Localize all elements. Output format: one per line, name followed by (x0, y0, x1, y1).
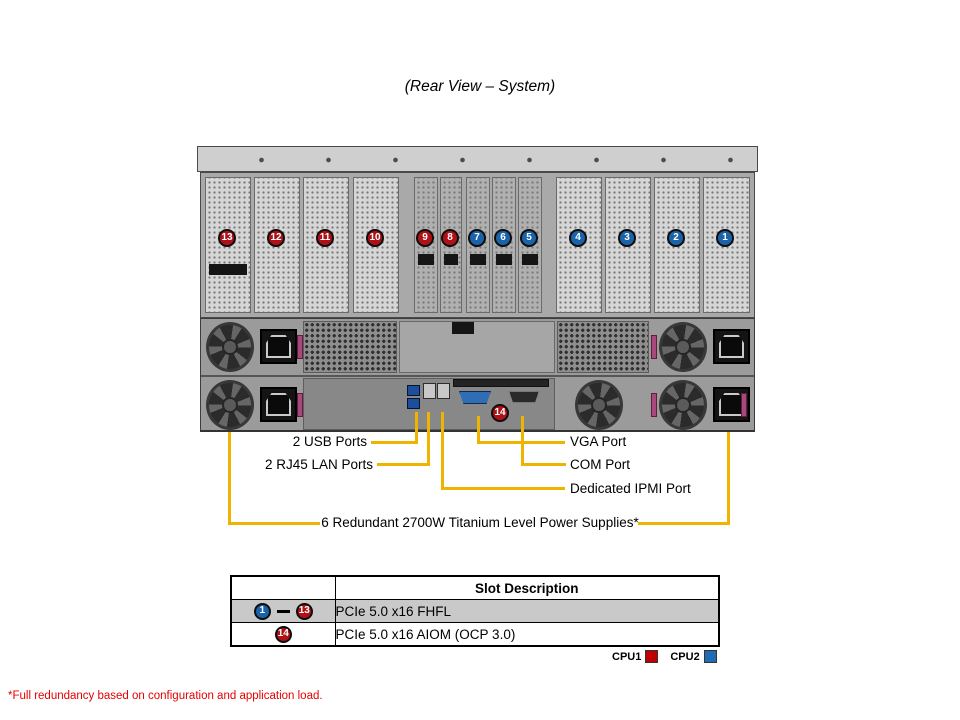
callout-line-psu-left-vertical (228, 432, 231, 525)
callout-line-psu-right-horizontal (638, 522, 730, 525)
pcie-slot-10 (353, 177, 399, 313)
slot-connector (418, 254, 434, 265)
slot-connector (444, 254, 458, 265)
rear-connector (452, 322, 474, 334)
usb-port-2 (407, 398, 420, 409)
table-badge-13: 13 (295, 602, 313, 620)
legend-cpu1-label: CPU1 (612, 650, 642, 663)
slot-badge-8: 8 (441, 229, 459, 247)
com-port (509, 391, 539, 403)
psu-fan-icon (659, 322, 707, 372)
pcie-slot-6 (492, 177, 516, 313)
psu-fan-icon (659, 380, 707, 430)
psu-fan-icon (206, 322, 254, 372)
psu-latch (651, 393, 657, 417)
callout-line-lan-horizontal (377, 463, 430, 466)
callout-line-vga-vertical (477, 416, 480, 444)
rj45-ipmi-port (437, 383, 450, 399)
slot-badge-13: 13 (218, 229, 236, 247)
psu-fan-icon (206, 380, 254, 430)
callout-line-usb-horizontal (371, 441, 418, 444)
slot-table-row-fhfl: 1 13 PCIe 5.0 x16 FHFL (230, 599, 720, 623)
cpu-legend: CPU1 CPU2 (612, 650, 722, 663)
pcie-slot-area (200, 172, 755, 318)
slot-table-row-aiom: 14 PCIe 5.0 x16 AIOM (OCP 3.0) (230, 622, 720, 647)
slot-connector (496, 254, 512, 265)
table-badge-1: 1 (253, 602, 271, 620)
slot-connector (470, 254, 486, 265)
slot-description-fhfl: PCIe 5.0 x16 FHFL (334, 599, 720, 623)
slot-table: Slot Description 1 13 PCIe 5.0 x16 FHFL … (230, 575, 720, 647)
legend-cpu1-swatch-icon (645, 650, 659, 663)
callout-line-com-vertical (521, 416, 524, 466)
slot-badge-12: 12 (267, 229, 285, 247)
slot-table-header-title: Slot Description (334, 575, 720, 600)
slot-badge-3: 3 (618, 229, 636, 247)
pcie-slot-5 (518, 177, 542, 313)
slot-badge-4: 4 (569, 229, 587, 247)
slot-badge-14: 14 (491, 404, 509, 422)
pcie-slot-11 (303, 177, 349, 313)
pcie-slot-9 (414, 177, 438, 313)
power-inlet (260, 329, 297, 364)
slot-14-cell: 14 (230, 622, 336, 647)
legend-cpu2-label: CPU2 (670, 650, 700, 663)
slot-description-aiom: PCIe 5.0 x16 AIOM (OCP 3.0) (334, 622, 720, 647)
psu-row-divider (201, 375, 754, 377)
callout-label-ipmi: Dedicated IPMI Port (570, 481, 691, 496)
callout-line-psu-right-vertical (727, 432, 730, 525)
page-title: (Rear View – System) (404, 78, 556, 95)
callout-line-ipmi-horizontal (441, 487, 565, 490)
footnote: *Full redundancy based on configuration … (8, 690, 323, 702)
psu-latch (297, 335, 303, 359)
chassis-top-lid (197, 146, 758, 172)
slot-badge-9: 9 (416, 229, 434, 247)
slot-badge-6: 6 (494, 229, 512, 247)
aiom-slot-opening (453, 379, 549, 387)
slot-range-cell: 1 13 (230, 599, 336, 623)
rj45-lan-port-1 (423, 383, 436, 399)
callout-line-psu-left-horizontal (228, 522, 320, 525)
callout-label-lan: 2 RJ45 LAN Ports (264, 457, 373, 472)
slot-badge-2: 2 (667, 229, 685, 247)
callout-label-com: COM Port (570, 457, 631, 472)
slot-badge-11: 11 (316, 229, 334, 247)
slot-badge-5: 5 (520, 229, 538, 247)
slot-connector (209, 264, 247, 275)
range-dash-icon (276, 609, 290, 613)
table-badge-14: 14 (274, 625, 292, 643)
callout-label-usb: 2 USB Ports (292, 434, 367, 449)
slot-table-header-row: Slot Description (230, 575, 720, 600)
psu-fan-icon (575, 380, 623, 430)
pcie-slot-3 (605, 177, 651, 313)
vent-grille (557, 321, 649, 373)
slot-badge-7: 7 (468, 229, 486, 247)
rear-top-panel (399, 321, 555, 373)
psu-latch (651, 335, 657, 359)
callout-line-usb-vertical (415, 412, 418, 444)
slot-table-header-empty-cell (230, 575, 336, 600)
callout-label-vga: VGA Port (570, 434, 627, 449)
psu-latch (297, 393, 303, 417)
slot-badge-10: 10 (366, 229, 384, 247)
usb-port-1 (407, 385, 420, 396)
callout-line-lan-vertical (427, 412, 430, 466)
rear-io-psu-area (200, 318, 755, 432)
callout-line-com-horizontal (521, 463, 566, 466)
psu-latch (741, 393, 747, 417)
vga-port (459, 391, 491, 404)
slot-connector (522, 254, 538, 265)
callout-line-ipmi-vertical (441, 412, 444, 490)
legend-cpu2-swatch-icon (703, 650, 717, 663)
slot-badge-1: 1 (716, 229, 734, 247)
callout-label-psu: 6 Redundant 2700W Titanium Level Power S… (321, 515, 639, 530)
power-inlet (260, 387, 297, 422)
vent-grille (303, 321, 397, 373)
power-inlet (713, 329, 750, 364)
